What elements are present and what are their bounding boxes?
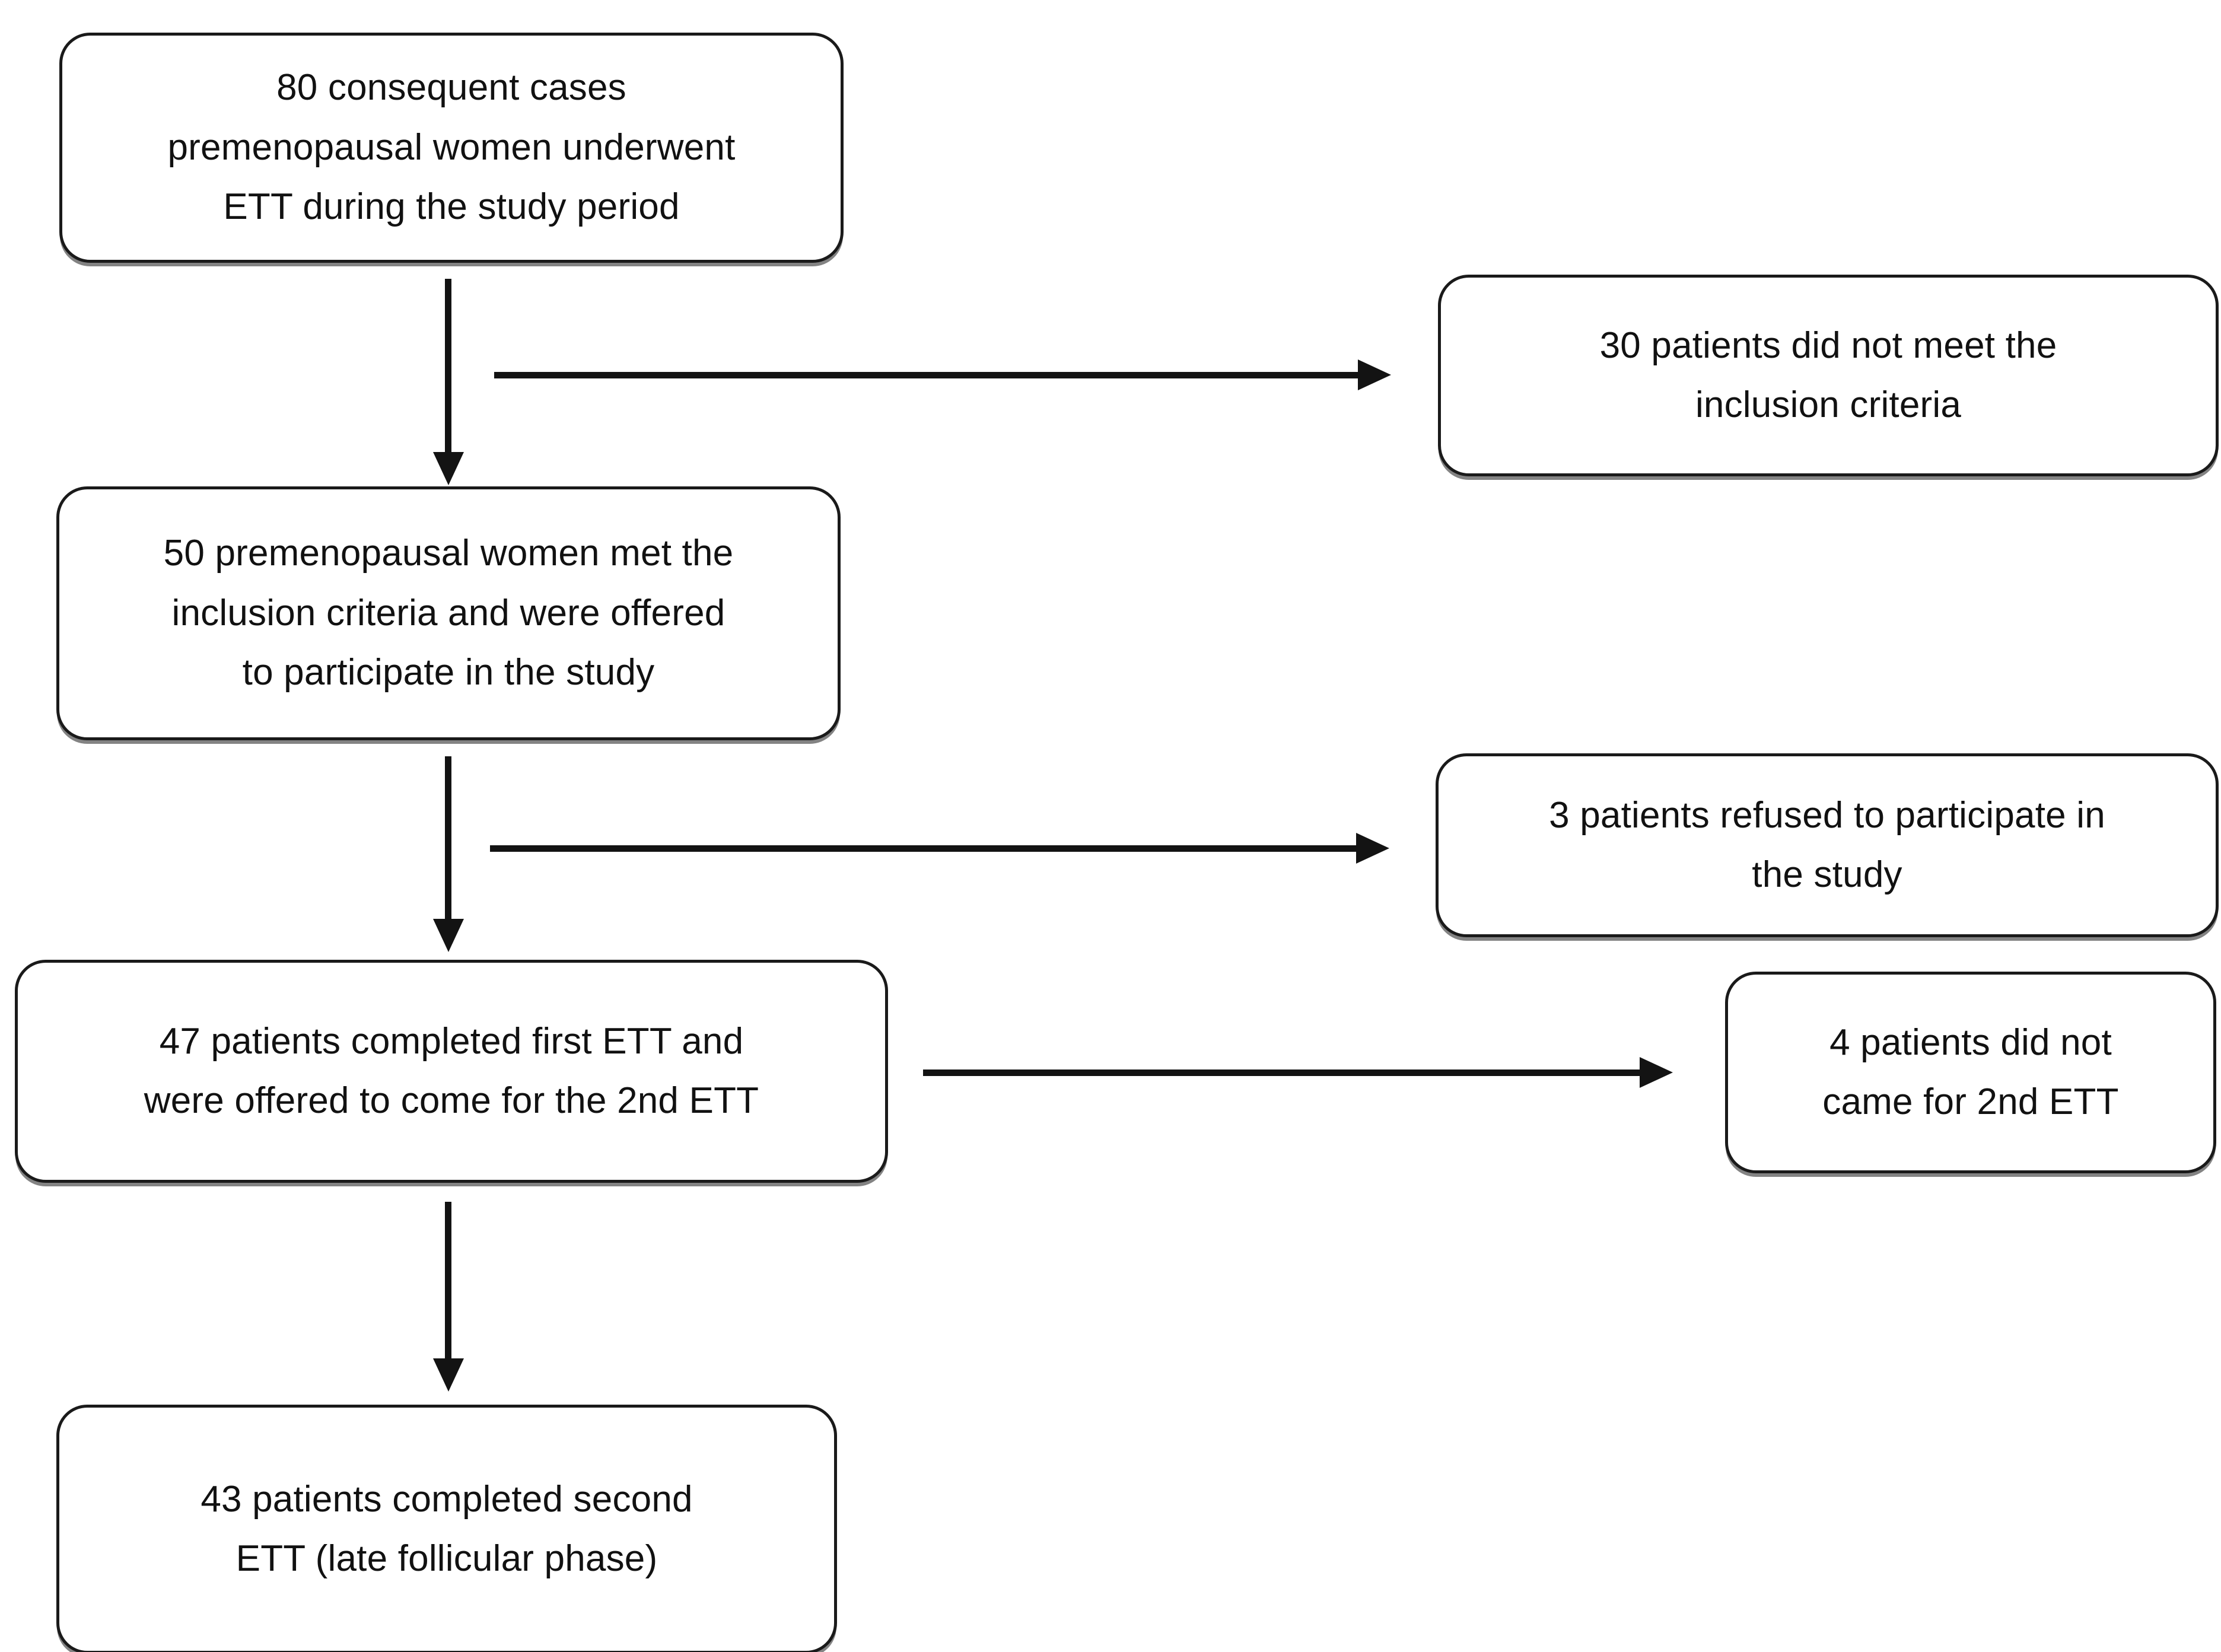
arrow-down-icon — [433, 919, 464, 952]
flow-node-refused: 3 patients refused to participate in the… — [1436, 753, 2219, 937]
flow-node-first-ett: 47 patients completed first ETT and were… — [15, 960, 888, 1183]
arrow-right-icon — [1640, 1057, 1673, 1088]
flow-node-second-ett-label: 43 patients completed second ETT (late f… — [201, 1478, 693, 1579]
flow-node-eligible-label: 50 premenopausal women met the inclusion… — [163, 533, 734, 693]
arrow-down-icon — [433, 1358, 464, 1392]
flow-node-refused-label: 3 patients refused to participate in the… — [1549, 794, 2105, 895]
flow-node-first-ett-label: 47 patients completed first ETT and were… — [144, 1020, 759, 1121]
flow-node-eligible: 50 premenopausal women met the inclusion… — [56, 486, 841, 740]
arrow-right-icon — [1356, 833, 1389, 864]
flow-node-no-second-ett-label: 4 patients did not came for 2nd ETT — [1822, 1021, 2119, 1122]
connector-line — [445, 1202, 451, 1363]
connector-line — [494, 372, 1360, 378]
flow-node-excluded: 30 patients did not meet the inclusion c… — [1438, 275, 2219, 476]
connector-line — [923, 1069, 1642, 1076]
connector-line — [490, 845, 1358, 852]
flow-node-enrolled-label: 80 consequent cases premenopausal women … — [167, 67, 736, 228]
connector-line — [445, 279, 451, 457]
flow-node-no-second-ett: 4 patients did not came for 2nd ETT — [1725, 972, 2216, 1173]
connector-line — [445, 756, 451, 924]
flow-node-second-ett: 43 patients completed second ETT (late f… — [56, 1405, 837, 1652]
flow-node-enrolled: 80 consequent cases premenopausal women … — [59, 33, 844, 263]
arrow-down-icon — [433, 452, 464, 485]
arrow-right-icon — [1358, 359, 1391, 390]
flow-node-excluded-label: 30 patients did not meet the inclusion c… — [1599, 324, 2057, 425]
